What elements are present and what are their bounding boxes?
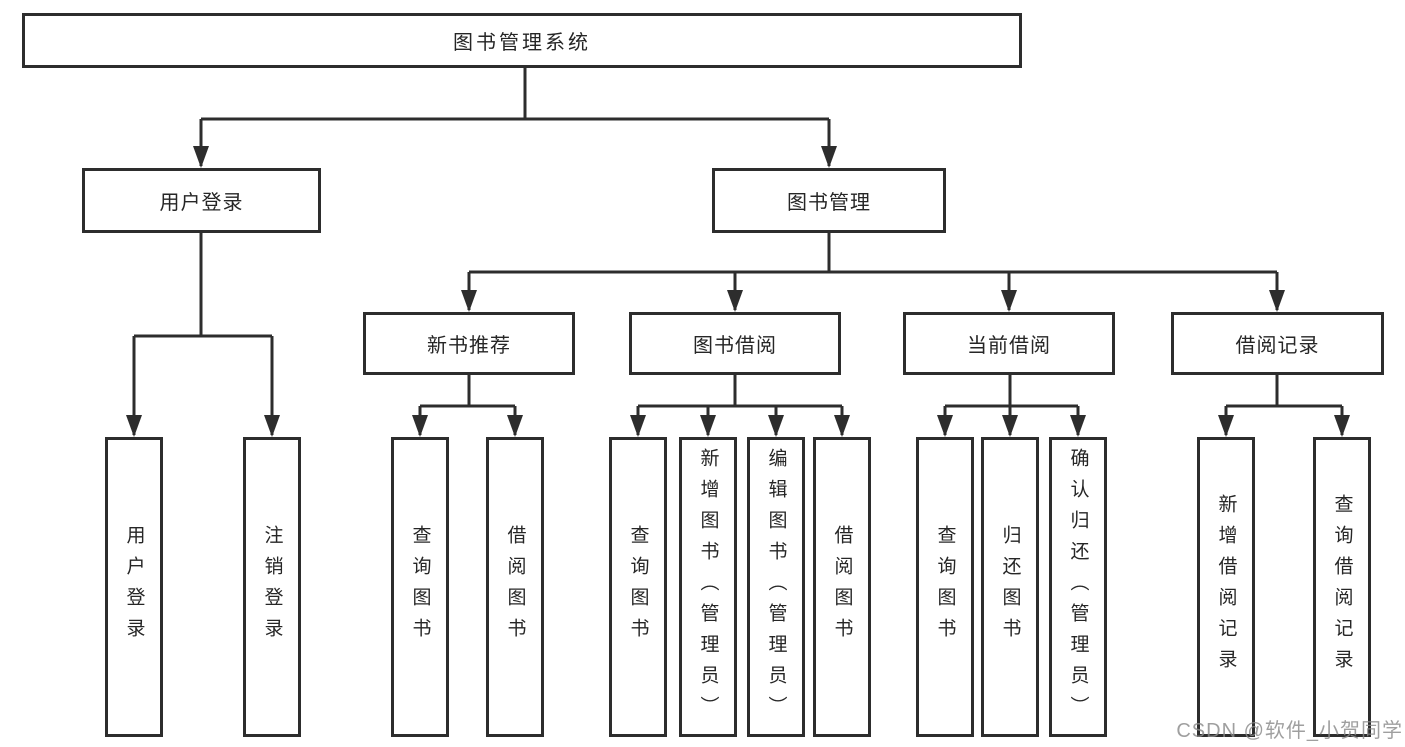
leaf-query-borrow-record: 查询借阅记录 [1313, 437, 1371, 737]
leaf-borrow-books-borrowing: 借阅图书 [813, 437, 871, 737]
leaf-confirm-return-admin-label: 确认归还（管理员） [1067, 447, 1089, 727]
node-book-borrowing-label: 图书借阅 [693, 335, 777, 357]
leaf-query-books-recommend-label: 查询图书 [409, 525, 431, 649]
leaf-user-login: 用户登录 [105, 437, 163, 737]
leaf-add-borrow-record: 新增借阅记录 [1197, 437, 1255, 737]
node-book-management: 图书管理 [712, 168, 946, 233]
tree-edges [132, 68, 1344, 435]
leaf-return-book: 归还图书 [981, 437, 1039, 737]
node-new-book-recommend-label: 新书推荐 [427, 335, 511, 357]
node-borrow-records-label: 借阅记录 [1235, 335, 1320, 357]
node-borrow-records: 借阅记录 [1171, 312, 1384, 375]
leaf-return-book-label: 归还图书 [999, 525, 1021, 649]
leaf-query-books-current-label: 查询图书 [934, 525, 956, 649]
leaf-add-book-admin: 新增图书（管理员） [679, 437, 737, 737]
leaf-query-books-current: 查询图书 [916, 437, 974, 737]
leaf-edit-book-admin-label: 编辑图书（管理员） [765, 447, 787, 727]
leaf-add-book-admin-label: 新增图书（管理员） [697, 447, 719, 727]
node-current-borrowing-label: 当前借阅 [967, 335, 1051, 357]
node-book-management-label: 图书管理 [787, 192, 871, 214]
node-root-label: 图书管理系统 [453, 32, 591, 54]
leaf-query-borrow-record-label: 查询借阅记录 [1331, 494, 1353, 680]
leaf-borrow-books-recommend: 借阅图书 [486, 437, 544, 737]
leaf-query-books-borrowing-label: 查询图书 [627, 525, 649, 649]
leaf-query-books-recommend: 查询图书 [391, 437, 449, 737]
node-user-login-label: 用户登录 [159, 192, 244, 214]
leaf-borrow-books-recommend-label: 借阅图书 [504, 525, 526, 649]
leaf-edit-book-admin: 编辑图书（管理员） [747, 437, 805, 737]
arrowheads [126, 146, 1350, 437]
leaf-borrow-books-borrowing-label: 借阅图书 [831, 525, 853, 649]
leaf-confirm-return-admin: 确认归还（管理员） [1049, 437, 1107, 737]
node-user-login: 用户登录 [82, 168, 321, 233]
leaf-add-borrow-record-label: 新增借阅记录 [1215, 494, 1237, 680]
node-current-borrowing: 当前借阅 [903, 312, 1115, 375]
leaf-logout-label: 注销登录 [261, 525, 283, 649]
leaf-user-login-label: 用户登录 [123, 525, 145, 649]
leaf-query-books-borrowing: 查询图书 [609, 437, 667, 737]
node-new-book-recommend: 新书推荐 [363, 312, 575, 375]
node-book-borrowing: 图书借阅 [629, 312, 841, 375]
watermark: CSDN @软件_小贺同学 [1176, 720, 1403, 742]
node-root-system: 图书管理系统 [22, 13, 1022, 68]
leaf-logout: 注销登录 [243, 437, 301, 737]
